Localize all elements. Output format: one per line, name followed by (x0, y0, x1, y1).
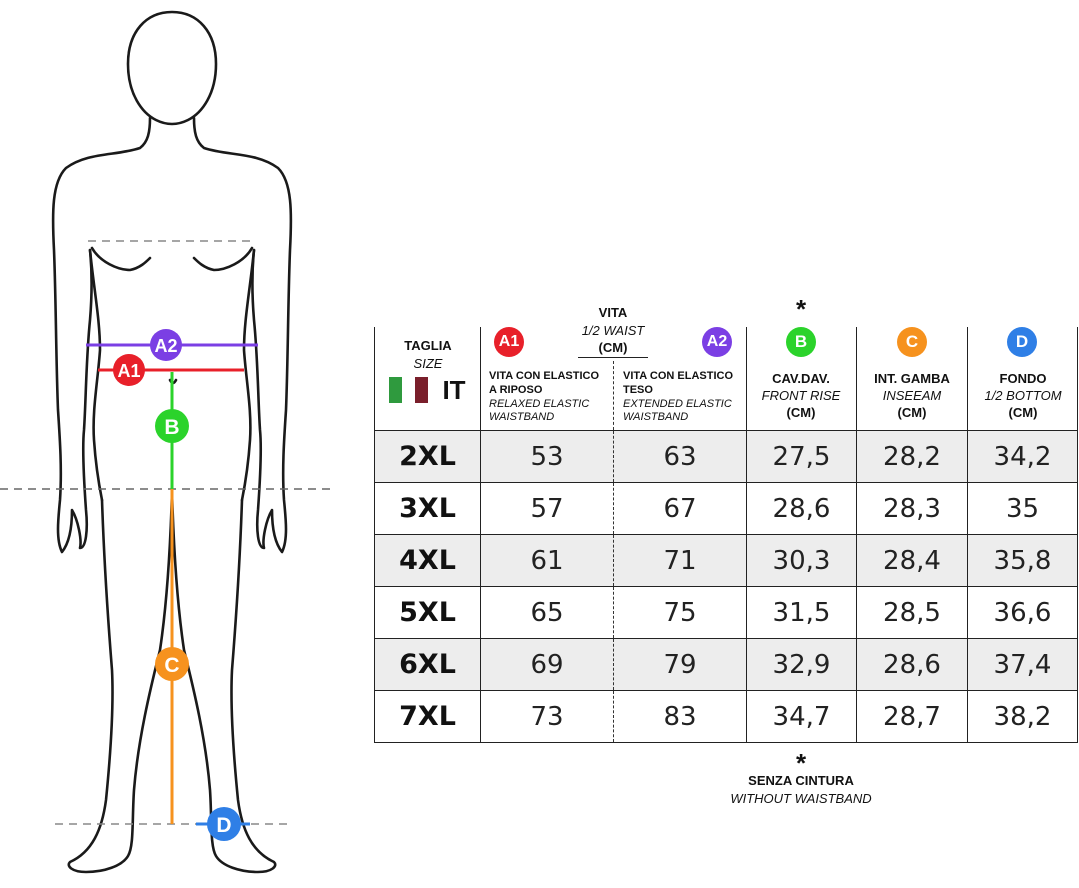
a2-header-line1: VITA CON ELASTICO (623, 370, 733, 382)
size-cell: 4XL (374, 534, 481, 587)
b-cell: 34,7 (746, 690, 857, 743)
figure-badge-c: C (155, 647, 189, 681)
header-border-waist-split (613, 361, 614, 430)
d-header-unit: (CM) (1008, 405, 1038, 420)
b-cell: 31,5 (746, 586, 857, 639)
a1-header-line3: RELAXED ELASTIC (489, 398, 590, 410)
b-cell: 27,5 (746, 430, 857, 483)
header-border-left (374, 327, 375, 430)
footnote-line1: SENZA CINTURA (748, 773, 854, 788)
c-header-sub: INSEEAM (882, 388, 942, 403)
svg-text:B: B (164, 416, 179, 439)
size-cell: 3XL (374, 482, 481, 535)
c-cell: 28,2 (856, 430, 968, 483)
a2-cell: 79 (613, 638, 747, 691)
a1-cell: 61 (480, 534, 614, 587)
table-row: 5XL 65 75 31,5 28,5 36,6 (374, 586, 1078, 639)
d-header-title: FONDO (999, 371, 1047, 386)
d-cell: 35 (967, 482, 1078, 535)
a1-header-line1: VITA CON ELASTICO (489, 370, 599, 382)
d-header-sub: 1/2 BOTTOM (984, 388, 1062, 403)
a2-header-line4: WAISTBAND (623, 411, 689, 423)
table-row: 2XL 53 63 27,5 28,2 34,2 (374, 430, 1078, 483)
a1-cell: 69 (480, 638, 614, 691)
body-measurement-figure: A2 A1 B C D (0, 10, 334, 874)
a1-badge: A1 (494, 327, 524, 357)
c-cell: 28,5 (856, 586, 968, 639)
table-row: 7XL 73 83 34,7 28,7 38,2 (374, 690, 1078, 743)
c-cell: 28,7 (856, 690, 968, 743)
c-cell: 28,3 (856, 482, 968, 535)
b-cell: 30,3 (746, 534, 857, 587)
b-header-unit: (CM) (786, 405, 816, 420)
footnote-asterisk: * (795, 748, 807, 778)
svg-text:A1: A1 (117, 361, 140, 381)
header-border-a2 (746, 327, 747, 430)
b-cell: 32,9 (746, 638, 857, 691)
table-row: 3XL 57 67 28,6 28,3 35 (374, 482, 1078, 535)
waist-divider (578, 357, 648, 358)
size-table: 2XL 53 63 27,5 28,2 34,2 3XL 57 67 28,6 … (374, 430, 1078, 743)
d-cell: 34,2 (967, 430, 1078, 483)
b-cell: 28,6 (746, 482, 857, 535)
a2-cell: 63 (613, 430, 747, 483)
waist-unit: (CM) (598, 340, 628, 355)
c-header-title: INT. GAMBA (874, 371, 950, 386)
figure-badge-a1: A1 (113, 354, 145, 386)
c-header-unit: (CM) (897, 405, 927, 420)
b-header-title: CAV.DAV. (772, 371, 830, 386)
a1-cell: 65 (480, 586, 614, 639)
c-cell: 28,4 (856, 534, 968, 587)
a1-cell: 57 (480, 482, 614, 535)
size-label-en: SIZE (413, 356, 443, 371)
a1-header-line4: WAISTBAND (489, 411, 555, 423)
size-cell: 5XL (374, 586, 481, 639)
a1-header-line2: A RIPOSO (489, 384, 543, 396)
header-border-size (480, 327, 481, 430)
svg-text:D: D (216, 814, 231, 837)
size-cell: 7XL (374, 690, 481, 743)
footnote-line2: WITHOUT WAISTBAND (730, 791, 872, 806)
table-row: 6XL 69 79 32,9 28,6 37,4 (374, 638, 1078, 691)
c-cell: 28,6 (856, 638, 968, 691)
figure-badge-d: D (207, 807, 241, 841)
header-border-c (967, 327, 968, 430)
waist-title: VITA (598, 305, 628, 320)
a2-cell: 75 (613, 586, 747, 639)
figure-badge-a2: A2 (150, 329, 182, 361)
a2-cell: 83 (613, 690, 747, 743)
a2-cell: 67 (613, 482, 747, 535)
size-label: TAGLIA (404, 338, 452, 353)
table-row: 4XL 61 71 30,3 28,4 35,8 (374, 534, 1078, 587)
figure-badge-b: B (155, 409, 189, 443)
size-cell: 6XL (374, 638, 481, 691)
d-cell: 37,4 (967, 638, 1078, 691)
a2-header-line2: TESO (623, 384, 653, 396)
a1-cell: 53 (480, 430, 614, 483)
b-badge: B (786, 327, 816, 357)
b-header-sub: FRONT RISE (761, 388, 841, 403)
d-cell: 36,6 (967, 586, 1078, 639)
waist-subtitle: 1/2 WAIST (581, 323, 645, 338)
country-code: IT (442, 375, 466, 405)
header-border-right (1077, 327, 1078, 430)
d-badge: D (1007, 327, 1037, 357)
svg-text:A2: A2 (154, 336, 177, 356)
italy-flag (389, 377, 428, 403)
a2-header-line3: EXTENDED ELASTIC (623, 398, 732, 410)
a2-badge: A2 (702, 327, 732, 357)
size-cell: 2XL (374, 430, 481, 483)
svg-text:C: C (164, 654, 179, 677)
d-cell: 38,2 (967, 690, 1078, 743)
b-asterisk: * (795, 294, 807, 324)
c-badge: C (897, 327, 927, 357)
a1-cell: 73 (480, 690, 614, 743)
d-cell: 35,8 (967, 534, 1078, 587)
a2-cell: 71 (613, 534, 747, 587)
header-border-b (856, 327, 857, 430)
